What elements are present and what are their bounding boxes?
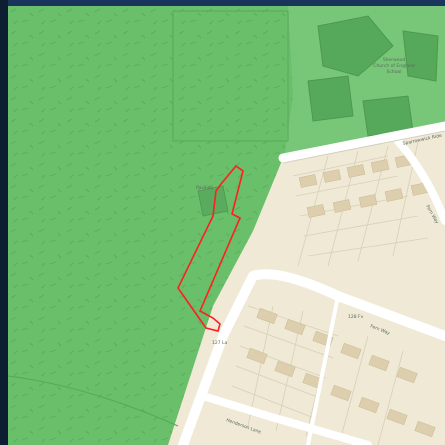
school-label-line2: Church of England	[373, 63, 415, 69]
map-canvas[interactable]: Sherwood Church of England School Pavili…	[8, 6, 445, 445]
school-label-line1: Sherwood	[383, 57, 406, 63]
school-label-line3: School	[387, 69, 402, 75]
road-edge	[282, 130, 445, 164]
window-top-border	[0, 0, 445, 6]
roads	[178, 121, 445, 445]
house-number-127: 127 La	[212, 340, 228, 346]
pavilion-label: Pavilion	[196, 185, 213, 191]
house-number-128: 128 Fv	[348, 314, 364, 320]
site-boundary[interactable]	[177, 164, 244, 332]
pavilion-building	[197, 185, 229, 217]
field-outline	[172, 10, 289, 142]
footpath	[8, 375, 179, 427]
school-buildings	[307, 15, 439, 137]
window-left-border	[0, 0, 8, 445]
